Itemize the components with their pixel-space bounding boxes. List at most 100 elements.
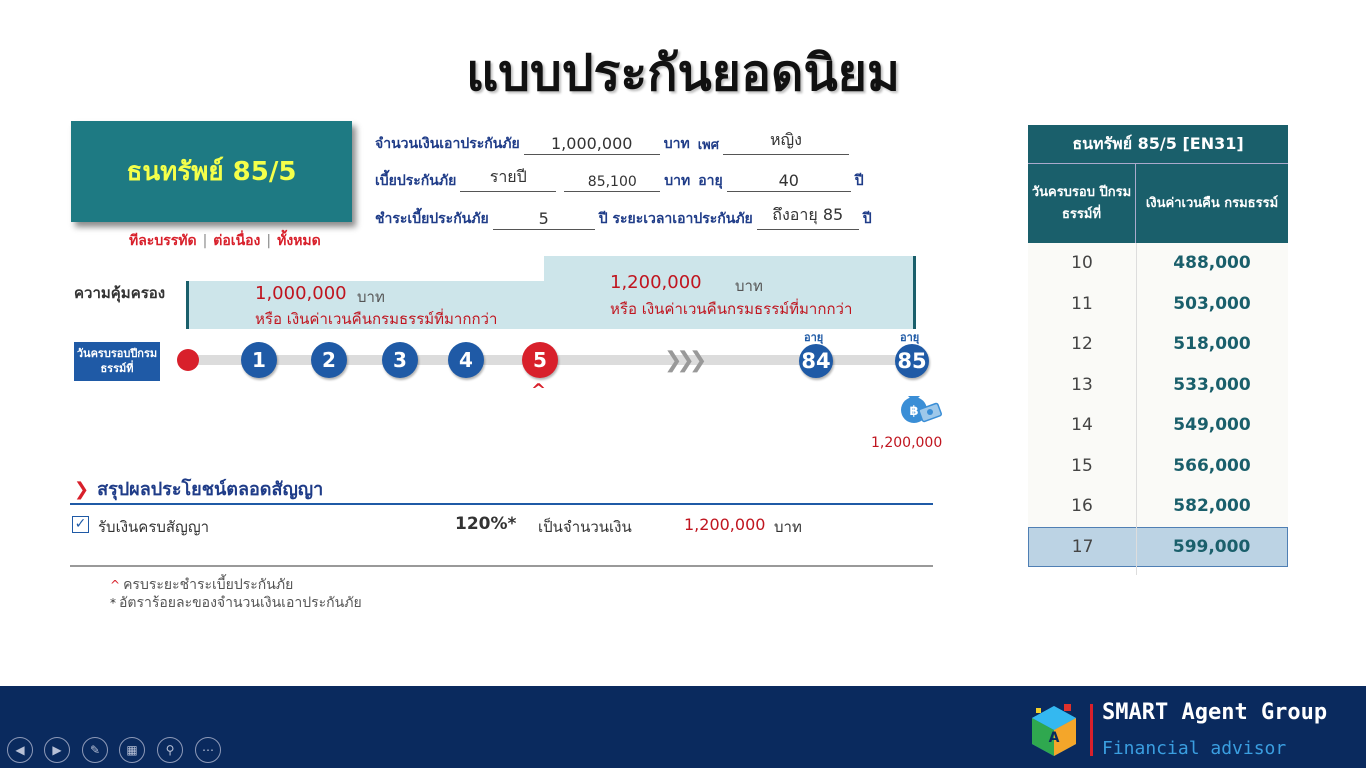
year-label: ปี	[862, 211, 872, 227]
timeline-node: 3	[382, 342, 418, 378]
summary-divider	[70, 503, 933, 505]
page-title: แบบประกันยอดนิยม	[466, 44, 900, 102]
summary-heading-text: สรุปผลประโยชน์ตลอดสัญญา	[97, 479, 324, 500]
product-tagline: ทีละบรรทัด|ต่อเนื่อง|ทั้งหมด	[129, 233, 321, 249]
phase2-baht: บาท	[735, 277, 763, 295]
premium-label: เบี้ยประกันภัย	[375, 173, 457, 189]
table-cell-year: 10	[1071, 253, 1093, 274]
table-row: 16 582,000	[1028, 486, 1288, 527]
slides-icon[interactable]: ▦	[119, 737, 145, 763]
age-caption: อายุ	[804, 331, 824, 344]
chevrons-right-icon: ❯❯❯	[664, 348, 707, 373]
table-cell-value: 599,000	[1172, 536, 1251, 557]
caret-up-icon: ^	[531, 380, 547, 401]
table-cell-value: 533,000	[1173, 374, 1251, 395]
tagline-item: ต่อเนื่อง	[213, 233, 261, 249]
form-row-sum-insured: จำนวนเงินเอาประกันภัย 1,000,000 บาท เพศ …	[375, 128, 853, 155]
svg-text:A: A	[1049, 730, 1060, 746]
table-cell-value: 566,000	[1173, 455, 1251, 476]
table-cell-value: 518,000	[1173, 334, 1251, 355]
baht-label: บาท	[664, 173, 691, 189]
summary-amount: 1,200,000	[684, 515, 766, 534]
table-cell-value: 503,000	[1173, 293, 1251, 314]
coverage-term-value: ถึงอายุ 85	[756, 203, 859, 230]
table-cell-year: 12	[1071, 334, 1093, 355]
previous-icon[interactable]: ◀	[7, 737, 33, 763]
surrender-value-table: ธนทรัพย์ 85/5 [EN31] วันครบรอบ ปีกรมธรรม…	[1028, 125, 1288, 575]
phase1-amount: 1,000,000	[255, 283, 347, 304]
timeline-label: วันครบรอบปีกรมธรรม์ที่	[74, 342, 160, 381]
table-row: 12 518,000	[1028, 324, 1288, 365]
brand-separator	[1090, 704, 1093, 756]
age-caption: อายุ	[900, 331, 920, 344]
next-icon[interactable]: ▶	[44, 737, 70, 763]
table-header-year: วันครบรอบ ปีกรมธรรม์ที่	[1028, 163, 1136, 243]
timeline-node-highlight: 5	[522, 342, 558, 378]
footer-bar	[0, 686, 1366, 768]
footnote-text: อัตราร้อยละของจำนวนเงินเอาประกันภัย	[119, 595, 362, 611]
premium-mode-value: รายปี	[460, 165, 557, 192]
footnote: *อัตราร้อยละของจำนวนเงินเอาประกันภัย	[110, 592, 362, 614]
timeline-age-node: 84	[799, 344, 833, 378]
footnote-marker: ^	[110, 578, 121, 592]
footnote: ^ครบระยะชำระเบี้ยประกันภัย	[110, 574, 293, 596]
table-cell-year: 14	[1071, 415, 1093, 436]
brand-name: SMART Agent Group	[1102, 700, 1328, 725]
phase1-note: หรือ เงินค่าเวนคืนกรมธรรม์ที่มากกว่า	[255, 310, 498, 328]
sum-insured-label: จำนวนเงินเอาประกันภัย	[375, 136, 520, 152]
timeline-node: 4	[448, 342, 484, 378]
baht-label: บาท	[663, 136, 690, 152]
coverage-band-phase2	[544, 256, 916, 329]
summary-item-percent: 120%*	[455, 514, 517, 534]
timeline-node: 1	[241, 342, 277, 378]
table-cell-value: 549,000	[1173, 415, 1251, 436]
summary-baht: บาท	[774, 518, 802, 536]
maturity-payout: 1,200,000	[871, 435, 943, 451]
summary-item-label: รับเงินครบสัญญา	[98, 518, 210, 536]
table-cell-value: 488,000	[1173, 253, 1251, 274]
summary-heading: ❯ สรุปผลประโยชน์ตลอดสัญญา	[74, 474, 323, 503]
table-cell-year: 13	[1071, 374, 1093, 395]
table-row: 13 533,000	[1028, 365, 1288, 406]
money-bag-icon: ฿	[901, 396, 942, 423]
pay-term-value: 5	[492, 209, 595, 230]
table-row: 10 488,000	[1028, 243, 1288, 284]
pay-term-label: ชำระเบี้ยประกันภัย	[375, 211, 489, 227]
svg-text:฿: ฿	[909, 404, 918, 419]
pen-icon[interactable]: ✎	[82, 737, 108, 763]
gender-label: เพศ	[697, 138, 719, 153]
more-icon[interactable]: ⋯	[195, 737, 221, 763]
tagline-item: ทั้งหมด	[277, 233, 321, 249]
product-name-box: ธนทรัพย์ 85/5	[71, 121, 352, 222]
table-row: 14 549,000	[1028, 405, 1288, 446]
premium-value: 85,100	[564, 174, 661, 192]
timeline-age-node: 85	[895, 344, 929, 378]
gender-value: หญิง	[722, 128, 849, 155]
age-label: อายุ	[698, 173, 723, 189]
age-value: 40	[726, 171, 851, 192]
timeline-start-dot	[177, 349, 199, 371]
year-label: ปี	[854, 173, 864, 189]
sum-insured-value: 1,000,000	[523, 134, 660, 155]
phase1-baht: บาท	[357, 288, 385, 306]
summary-amount-label: เป็นจำนวนเงิน	[538, 518, 632, 536]
timeline-node: 2	[311, 342, 347, 378]
table-cell-value: 582,000	[1173, 496, 1251, 517]
form-row-terms: ชำระเบี้ยประกันภัย 5 ปี ระยะเวลาเอาประกั…	[375, 203, 872, 230]
coverage-label: ความคุ้มครอง	[74, 284, 166, 302]
coverage-band-phase1	[186, 281, 544, 329]
table-header-value: เงินค่าเวนคืน กรมธรรม์	[1136, 163, 1288, 243]
table-cell-year: 16	[1071, 496, 1093, 517]
phase2-amount: 1,200,000	[610, 272, 702, 293]
table-header: วันครบรอบ ปีกรมธรรม์ที่ เงินค่าเวนคืน กร…	[1028, 163, 1288, 243]
brand-subtitle: Financial advisor	[1102, 738, 1287, 759]
footnote-marker: *	[110, 596, 116, 610]
zoom-icon[interactable]: ⚲	[157, 737, 183, 763]
form-row-premium: เบี้ยประกันภัย รายปี 85,100 บาท อายุ 40 …	[375, 165, 864, 192]
product-name: ธนทรัพย์ 85/5	[126, 157, 297, 187]
chevron-right-icon: ❯	[74, 479, 90, 500]
